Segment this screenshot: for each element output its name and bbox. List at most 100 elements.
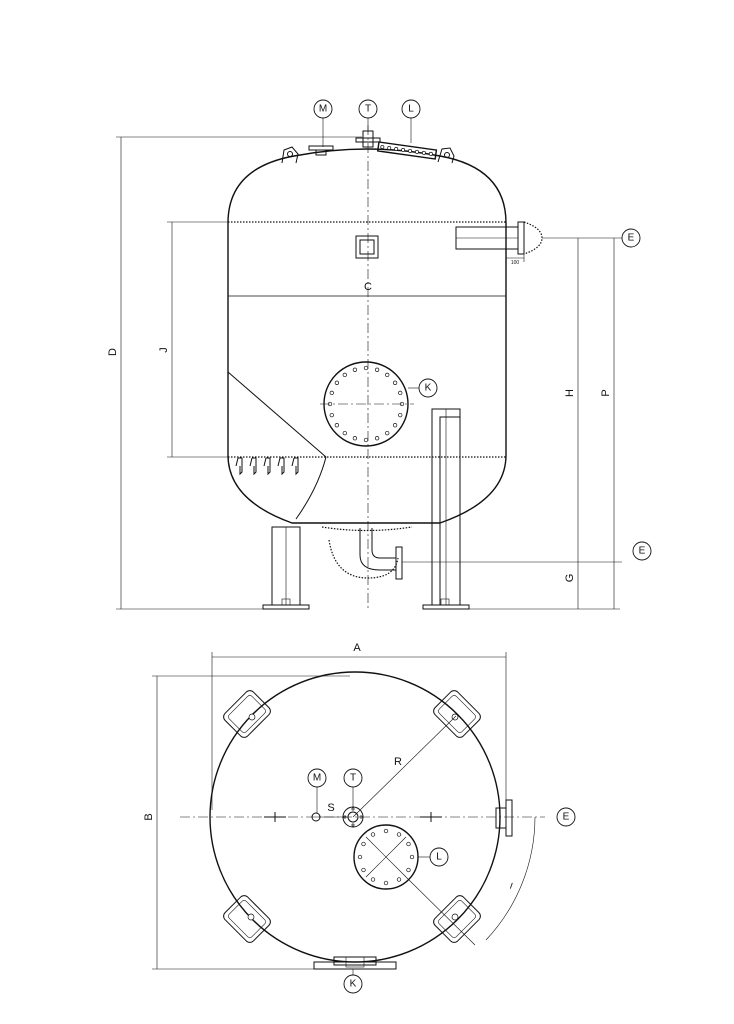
support-leg-right [422, 408, 470, 610]
inspection-hatch-inner [359, 239, 375, 255]
plan-nozzle-t-bolt [351, 823, 355, 827]
bottom-elbow-pipe [359, 528, 396, 571]
top-manhole-bolt [394, 147, 399, 151]
dim-g-label: G [564, 574, 576, 583]
lifting-lug-left-hole [287, 151, 293, 157]
dim-r-line [352, 715, 457, 818]
bubble-m-elev-label: M [319, 104, 327, 115]
lifting-lug-right-hole [444, 152, 450, 158]
plan-leg-pad-tl [223, 690, 271, 738]
plan-view: R S ━━ A B M T L K E [143, 642, 576, 994]
dim-c-label: C [364, 281, 372, 293]
nozzle-m-neck [315, 149, 327, 156]
manhole-k-bolt [392, 423, 398, 428]
inspection-hatch-outer [355, 235, 379, 259]
top-manhole-bolt [421, 150, 426, 155]
manhole-k-bolt [392, 380, 398, 385]
bubble-k-elev-label: K [425, 383, 432, 394]
bubble-e-top-elev [621, 228, 641, 248]
bubble-m-elev [313, 99, 333, 119]
dim-angle-text: ━━ [508, 881, 516, 890]
manhole-k-bolt [342, 430, 347, 436]
section-cut-bottom [295, 456, 327, 520]
dim-b-label: B [143, 813, 155, 820]
plan-manhole-l-bolt [383, 828, 389, 834]
bubble-t-elev-label: T [365, 104, 371, 115]
bubble-t-plan-label: T [350, 773, 356, 784]
top-manhole-l [376, 141, 438, 160]
nozzle-e-top-cover [523, 221, 543, 255]
bubble-e-plan-label: E [563, 812, 570, 823]
top-manhole-bolt [401, 147, 406, 152]
top-manhole-bolt [408, 148, 412, 153]
manhole-k-bolt [334, 380, 340, 385]
dim-h-label: H [564, 389, 576, 397]
manhole-k-bolt [363, 365, 369, 371]
lifting-lug-right [437, 147, 455, 164]
manhole-k-bolt [374, 436, 380, 441]
nozzle-t-flange [355, 137, 381, 143]
manhole-k-bolt [352, 436, 358, 441]
bubble-t-elev [358, 99, 378, 119]
manhole-k-bolt [329, 412, 334, 418]
plan-manhole-l-bolt [396, 832, 402, 837]
plan-leg-pad-bl [223, 895, 271, 943]
bubble-l-plan-label: L [436, 852, 442, 863]
bubble-l-elev-label: L [408, 104, 414, 115]
bottom-dish-weld [321, 526, 413, 532]
bottom-cover-dotted [328, 539, 399, 579]
plan-manhole-l-bolt [361, 841, 366, 847]
bubble-e-bottom-elev [632, 541, 652, 561]
plan-manhole-l-bolt [406, 867, 411, 873]
manhole-k-bolt [329, 390, 334, 396]
plan-manhole-l-bolt [361, 867, 366, 873]
bubble-e-plan [556, 807, 576, 827]
manhole-k-bolt [342, 372, 347, 378]
lifting-lug-left [281, 146, 299, 164]
bubble-m-plan-label: M [313, 773, 321, 784]
top-manhole-bolt [387, 146, 392, 150]
plan-nozzle-t-bolt [351, 807, 355, 811]
nozzle-m-flange [308, 145, 334, 151]
dim-s-label: S [327, 802, 334, 814]
plan-manhole-l-bolt [370, 877, 376, 882]
plan-manhole-l-bolt [383, 880, 389, 886]
plan-manhole-l-bolt [406, 841, 411, 847]
support-leg-left [262, 526, 310, 610]
dim-p-label: P [600, 389, 612, 396]
plan-manhole-l-bolt [409, 854, 415, 860]
manhole-k-bolt [385, 372, 390, 378]
bubble-t-plan [343, 768, 363, 788]
bubble-k-elev [418, 378, 438, 398]
bottom-outlet-flange [395, 546, 403, 580]
elevation-view: 100 [107, 99, 652, 610]
section-cut-outline [227, 371, 327, 458]
bubble-e-bottom-elev-label: E [639, 546, 646, 557]
bubble-k-plan-label: K [350, 979, 357, 990]
dim-100-label: 100 [511, 260, 520, 266]
bubble-k-plan [343, 974, 363, 994]
manhole-k-bolt [334, 423, 340, 428]
manhole-k-bolt [374, 367, 380, 372]
bubble-l-elev [401, 99, 421, 119]
dim-r-label: R [394, 756, 402, 768]
plan-nozzle-e-pipe [495, 807, 507, 829]
dim-a-label: A [353, 642, 361, 654]
nozzle-e-top-flange [517, 221, 525, 255]
dim-d-label: D [107, 348, 119, 356]
plan-manhole-l-bolt [396, 877, 402, 882]
manhole-k-bolt [363, 437, 369, 443]
plan-nozzle-t-bore [347, 811, 359, 823]
manhole-k-bolt [398, 412, 403, 418]
plan-nozzle-e-flange [505, 799, 513, 837]
top-manhole-bolt [415, 149, 419, 154]
plan-manhole-l-bolt [357, 854, 363, 860]
dim-angle-arc [485, 816, 536, 941]
internal-distributor-nozzles [235, 457, 299, 476]
plan-leg-pad-tr [433, 690, 481, 738]
plan-nozzle-k-flange [313, 961, 397, 970]
manhole-k-bolt [385, 430, 390, 436]
top-manhole-bolt [380, 145, 385, 149]
bubble-l-plan [429, 847, 449, 867]
dim-j-label: J [158, 347, 170, 353]
